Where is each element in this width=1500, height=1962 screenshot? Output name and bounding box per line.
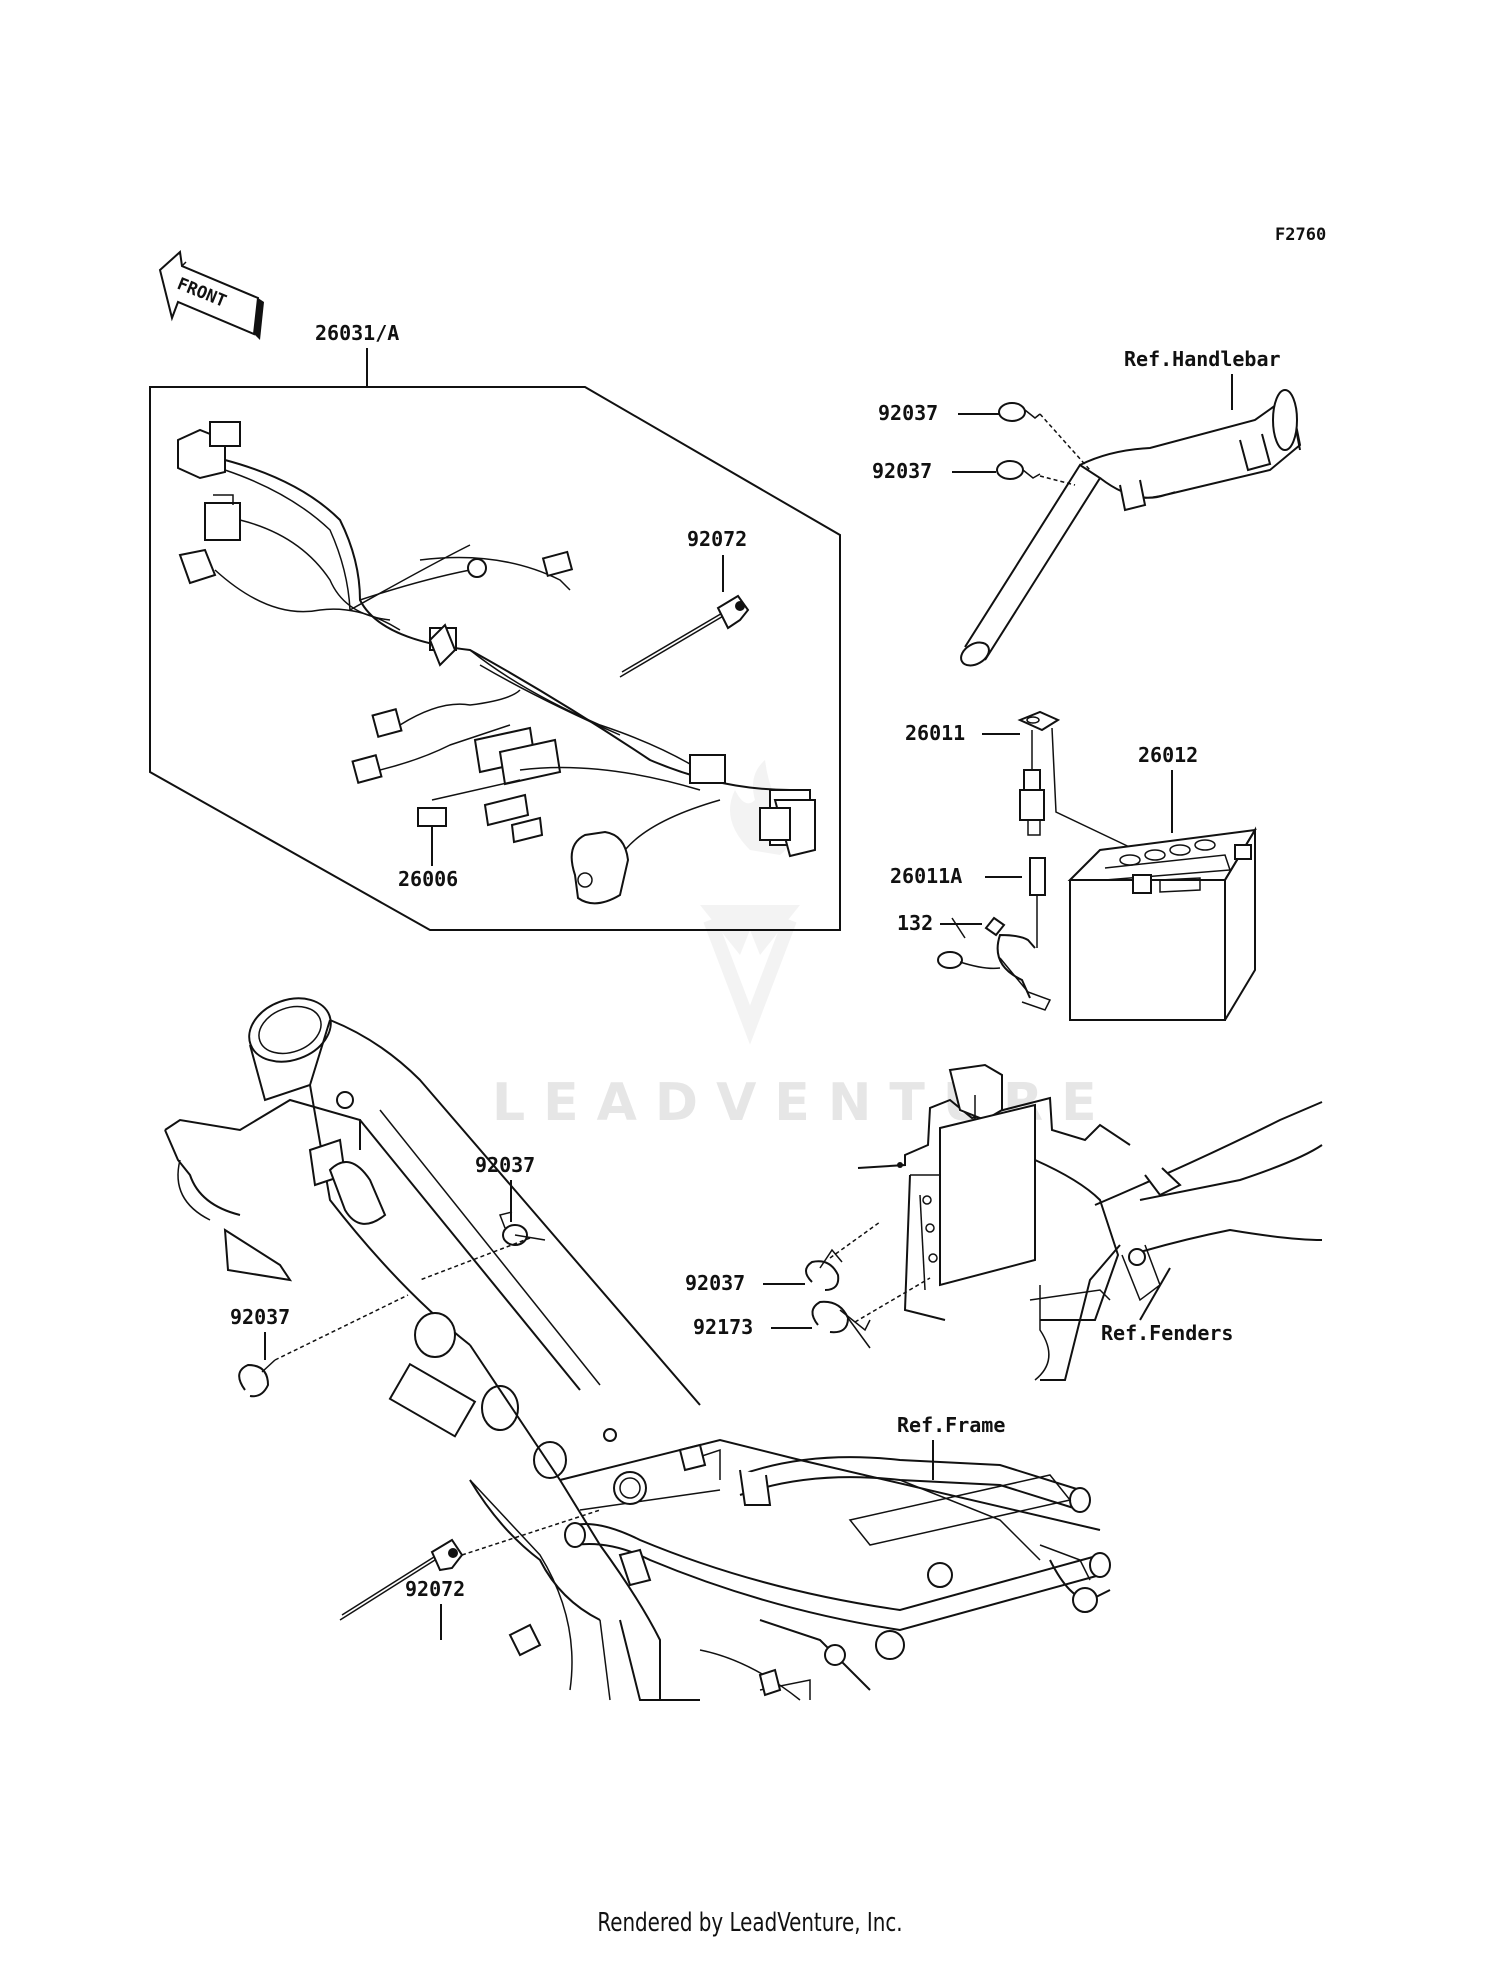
part-label-26011[interactable]: 26011: [905, 721, 965, 745]
handlebar-drawing: [960, 389, 1302, 667]
clamp-handlebar-drawing: [996, 402, 1091, 486]
part-label-26011A[interactable]: 26011A: [890, 864, 962, 888]
clamp-frame-drawing: [238, 1211, 546, 1398]
part-label-92037-handlebar-1[interactable]: 92037: [878, 401, 938, 425]
ref-frame-label[interactable]: Ref.Frame: [897, 1413, 1005, 1437]
part-label-92037-handlebar-2[interactable]: 92037: [872, 459, 932, 483]
front-arrow-icon: [158, 250, 264, 340]
ref-handlebar-label[interactable]: Ref.Handlebar: [1124, 347, 1281, 371]
cable-tie-drawing: [619, 594, 750, 678]
battery-case-fender-drawing: [857, 1063, 1323, 1381]
footer-credit: Rendered by LeadVenture, Inc.: [597, 1908, 903, 1938]
part-label-132[interactable]: 132: [897, 911, 933, 935]
part-label-26006[interactable]: 26006: [398, 867, 458, 891]
part-label-92072-frame[interactable]: 92072: [405, 1577, 465, 1601]
harness-box: [149, 348, 841, 931]
diagram-code: F2760: [1275, 225, 1326, 245]
part-label-92037-frame-1[interactable]: 92037: [475, 1153, 535, 1177]
battery-drawing: [1067, 826, 1257, 1021]
frame-drawing: [164, 997, 1111, 1701]
cable-tie-frame-drawing: [339, 1509, 601, 1621]
part-label-92072-harness[interactable]: 92072: [687, 527, 747, 551]
part-label-92037-fender[interactable]: 92037: [685, 1271, 745, 1295]
part-label-92037-frame-2[interactable]: 92037: [230, 1305, 290, 1329]
part-label-92173[interactable]: 92173: [693, 1315, 753, 1339]
ref-fenders-label[interactable]: Ref.Fenders: [1101, 1321, 1233, 1345]
battery-leads-drawing: [937, 710, 1141, 1011]
wiring-harness-drawing: [177, 421, 816, 905]
part-label-26012[interactable]: 26012: [1138, 743, 1198, 767]
part-label-26031A[interactable]: 26031/A: [315, 321, 399, 345]
clamp-fender-drawing: [805, 1221, 931, 1349]
